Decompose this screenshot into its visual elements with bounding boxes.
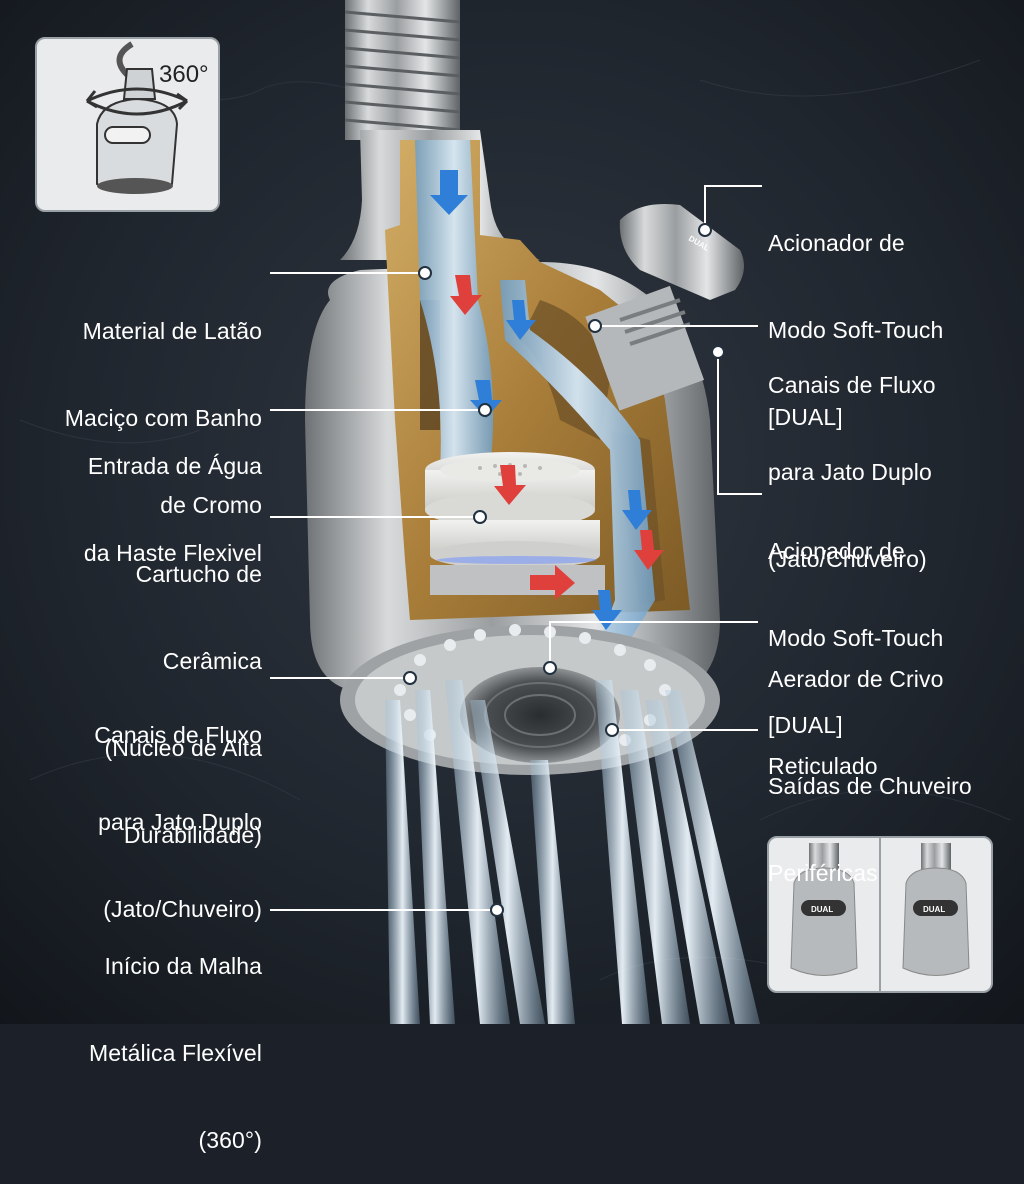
rotating-head-icon: [85, 41, 189, 194]
label-saidas: Saídas de Chuveiro Periféricas: [768, 773, 972, 886]
label-inicio: Início da Malha Metálica Flexível (360°): [89, 953, 262, 1153]
label-material: Material de Latão Maciço com Banho de Cr…: [64, 318, 262, 518]
label-acionador-top: Acionador de Modo Soft-Touch [DUAL]: [768, 230, 944, 430]
faucet-variants-image: DUAL DUAL: [790, 838, 970, 991]
label-canais-left: Canais de Fluxo para Jato Duplo (Jato/Ch…: [94, 722, 262, 922]
label-entrada: Entrada de Água da Haste Flexivel: [83, 453, 262, 566]
label-canais-right: Canais de Fluxo para Jato Duplo (Jato/Ch…: [768, 372, 936, 572]
label-acionador-mid: Acionador de Modo Soft-Touch [DUAL]: [768, 538, 944, 738]
rotation-label: 360°: [159, 61, 209, 88]
variant-a-button-text: DUAL: [811, 905, 833, 914]
label-aerador: Aerador de Crivo Reticulado: [768, 666, 944, 779]
faucet-cutaway-illustration: DUAL: [0, 0, 1024, 1024]
variant-b-button-text: DUAL: [923, 905, 945, 914]
rotation-inset: 360°: [35, 37, 220, 212]
variants-inset: DUAL DUAL: [767, 836, 993, 993]
label-cartucho: Cartucho de Cerâmica (Núcleo de Alta Dur…: [104, 561, 262, 848]
